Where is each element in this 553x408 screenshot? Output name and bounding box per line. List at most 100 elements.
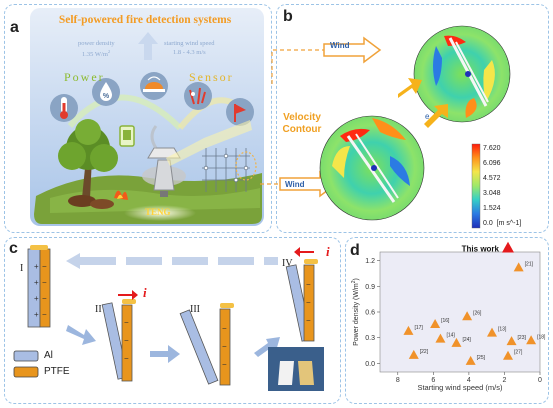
power-density-label: power density [78, 40, 115, 47]
svg-text:%: % [103, 93, 110, 100]
x-tick-label: 4 [467, 377, 471, 384]
panel-a-illustration: % [30, 8, 264, 226]
panel-a-label: a [10, 19, 19, 36]
svg-text:−: − [124, 354, 129, 363]
alarm-icon [140, 72, 168, 100]
svg-text:−: − [42, 278, 47, 287]
teng-glow [124, 205, 196, 221]
arrow-2-3 [150, 345, 180, 363]
data-point-marker [462, 311, 473, 321]
svg-text:−: − [306, 316, 311, 325]
rotation-arrow-right [424, 104, 448, 128]
legend-swatch-ptfe [13, 366, 39, 378]
velocity-contour-bottom [319, 115, 425, 221]
y-tick-label: 0.6 [365, 310, 375, 317]
power-density-number: 1.35 W/m [82, 51, 108, 59]
phone-icon [119, 125, 135, 147]
data-point-label: [18] [537, 334, 546, 340]
starting-wind-label: starting wind speed [164, 40, 215, 47]
stage-4-device: − − − [285, 259, 318, 342]
device-photo [268, 347, 324, 391]
svg-text:+: + [34, 310, 39, 319]
x-tick-label: 0 [538, 377, 542, 384]
data-point-label: [16] [441, 318, 450, 324]
power-density-exponent: 2 [107, 49, 111, 54]
data-point-marker [487, 327, 497, 337]
panel-b-illustration [260, 25, 511, 229]
data-points: [17][16][26][14][24][22][25][13][27][23]… [403, 261, 546, 365]
stage-4-label: IV [282, 258, 293, 269]
energy-beam [166, 120, 252, 166]
tree [58, 119, 118, 198]
y-ticks: 0.00.30.60.91.2 [365, 258, 380, 368]
sensor-array [202, 148, 250, 192]
current-arrow-4 [294, 247, 314, 257]
panel-d-frame [345, 237, 549, 404]
data-point-label: [13] [498, 327, 507, 333]
svg-text:−: − [306, 280, 311, 289]
colorbar-tick-5: 0.0 [m s^-1] [483, 220, 522, 227]
panel-c-label: c [9, 240, 18, 257]
velocity-contour-top [413, 25, 511, 123]
panel-d-label: d [350, 242, 360, 259]
y-tick-label: 1.2 [365, 258, 375, 265]
panel-b-label: b [283, 8, 293, 25]
svg-text:+: + [34, 262, 39, 271]
wind-label-top: Wind [330, 41, 350, 50]
data-point-marker [403, 325, 414, 335]
legend-label-al: Al [44, 350, 53, 361]
x-axis-label: Starting wind speed (m/s) [417, 383, 503, 392]
data-point-label: [27] [514, 350, 523, 356]
stage-2-label: II [95, 304, 102, 315]
arrow-1-2 [66, 325, 96, 345]
y-axis-label: Power density (W/m2) [351, 278, 360, 346]
connector-top [271, 49, 340, 84]
colorbar-ticks: 7.620 6.096 4.572 3.048 1.524 0.0 [m s^-… [483, 141, 521, 231]
legend-swatch-al [13, 350, 39, 362]
colorbar-tick-4: 1.524 [483, 205, 501, 212]
teng-label: TENG [145, 207, 171, 217]
cycle-arrow-top [66, 253, 278, 269]
up-arrow-icon [138, 32, 158, 60]
svg-text:−: − [222, 324, 227, 333]
sensor-highlight-ring [235, 151, 257, 181]
colorbar-tick-0: 7.620 [483, 145, 501, 152]
plot-area [379, 251, 541, 373]
thermometer-icon [50, 94, 78, 122]
data-point-label: [26] [473, 310, 482, 316]
velocity-label: Velocity Contour [272, 112, 332, 136]
svg-text:−: − [42, 262, 47, 271]
svg-text:−: − [124, 336, 129, 345]
data-point-marker [435, 333, 446, 343]
this-work-marker [502, 241, 514, 253]
stage-2-device: − − − [101, 299, 136, 382]
svg-text:−: − [222, 342, 227, 351]
y-tick-label: 0.9 [365, 284, 375, 291]
colorbar-tick-1: 6.096 [483, 160, 501, 167]
x-tick-label: 6 [431, 377, 435, 384]
data-point-label: [23] [518, 335, 527, 341]
colorbar [471, 143, 481, 229]
power-label: Power [64, 70, 105, 84]
panel-a-title: Self-powered fire detection systems [58, 14, 232, 26]
panel-c-illustration: + + + + − − − − − − − − − − − − − [13, 245, 324, 391]
flag-icon [226, 98, 254, 126]
panel-b-frame [276, 4, 549, 233]
data-point-marker [503, 350, 513, 360]
sensor-label: Sensor [189, 70, 234, 84]
starting-wind-value: 1.8 - 4.3 m/s [173, 49, 206, 56]
panel-c-frame [4, 237, 341, 404]
stage-3-device: − − − [179, 303, 234, 386]
this-work-group: This work [462, 241, 514, 254]
arrow-3-4 [254, 337, 280, 357]
data-point-label: [14] [446, 333, 455, 339]
svg-text:−: − [124, 318, 129, 327]
legend-label-ptfe: PTFE [44, 366, 70, 377]
current-symbol-2: i [143, 285, 147, 300]
stage-1-label: I [20, 263, 24, 274]
wiring-icon [184, 82, 212, 110]
data-point-marker [465, 355, 476, 365]
colorbar-tick-2: 4.572 [483, 175, 501, 182]
x-tick-label: 2 [502, 377, 506, 384]
